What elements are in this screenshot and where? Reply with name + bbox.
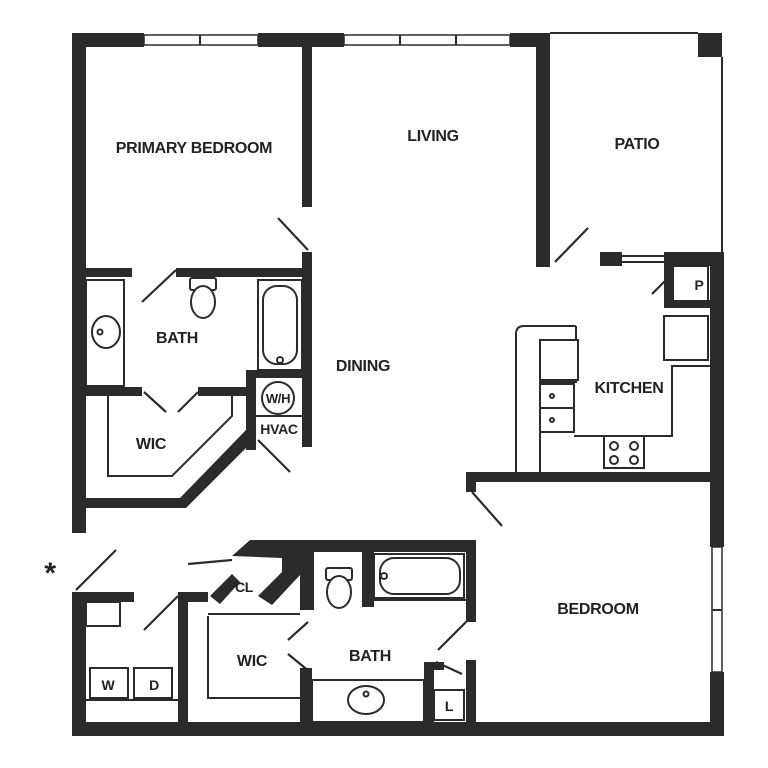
label-bath-secondary: BATH xyxy=(349,648,391,665)
sink-primary xyxy=(85,279,125,387)
label-wic-secondary: WIC xyxy=(237,653,268,670)
pantry-box xyxy=(671,265,709,303)
fixtures xyxy=(85,265,710,723)
label-bath-primary: BATH xyxy=(156,330,198,347)
bathtub-primary xyxy=(257,279,303,371)
dryer-box xyxy=(133,667,173,699)
label-dining: DINING xyxy=(336,358,390,375)
label-washer: W xyxy=(102,677,116,693)
water-heater-circle xyxy=(261,381,295,415)
label-living: LIVING xyxy=(407,128,459,145)
toilet-primary xyxy=(189,277,217,319)
range xyxy=(603,435,645,469)
label-linen: L xyxy=(445,698,454,714)
label-bedroom: BEDROOM xyxy=(557,601,638,618)
windows xyxy=(143,32,723,673)
linen-box xyxy=(433,689,465,721)
kitchen-counter xyxy=(515,265,710,472)
label-wic-primary: WIC xyxy=(136,436,167,453)
label-kitchen: KITCHEN xyxy=(594,380,663,397)
bathtub-secondary xyxy=(373,553,465,599)
fixture-labels: W/H HVAC P W D L xyxy=(102,277,704,714)
washer-box xyxy=(89,667,129,699)
room-labels: PRIMARY BEDROOM LIVING PATIO BATH DINING… xyxy=(116,128,664,670)
refrigerator xyxy=(663,315,709,361)
label-pantry: P xyxy=(694,277,703,293)
sink-secondary xyxy=(311,679,425,723)
laundry xyxy=(85,601,178,701)
toilet-secondary xyxy=(325,567,353,609)
label-dryer: D xyxy=(149,677,159,693)
walls xyxy=(72,33,724,736)
label-primary-bedroom: PRIMARY BEDROOM xyxy=(116,140,272,157)
label-patio: PATIO xyxy=(614,136,659,153)
label-water-heater: W/H xyxy=(266,391,290,406)
doors xyxy=(75,217,673,675)
label-hvac: HVAC xyxy=(260,421,298,437)
label-closet: CL xyxy=(235,579,254,595)
entry-marker: * xyxy=(44,557,56,590)
